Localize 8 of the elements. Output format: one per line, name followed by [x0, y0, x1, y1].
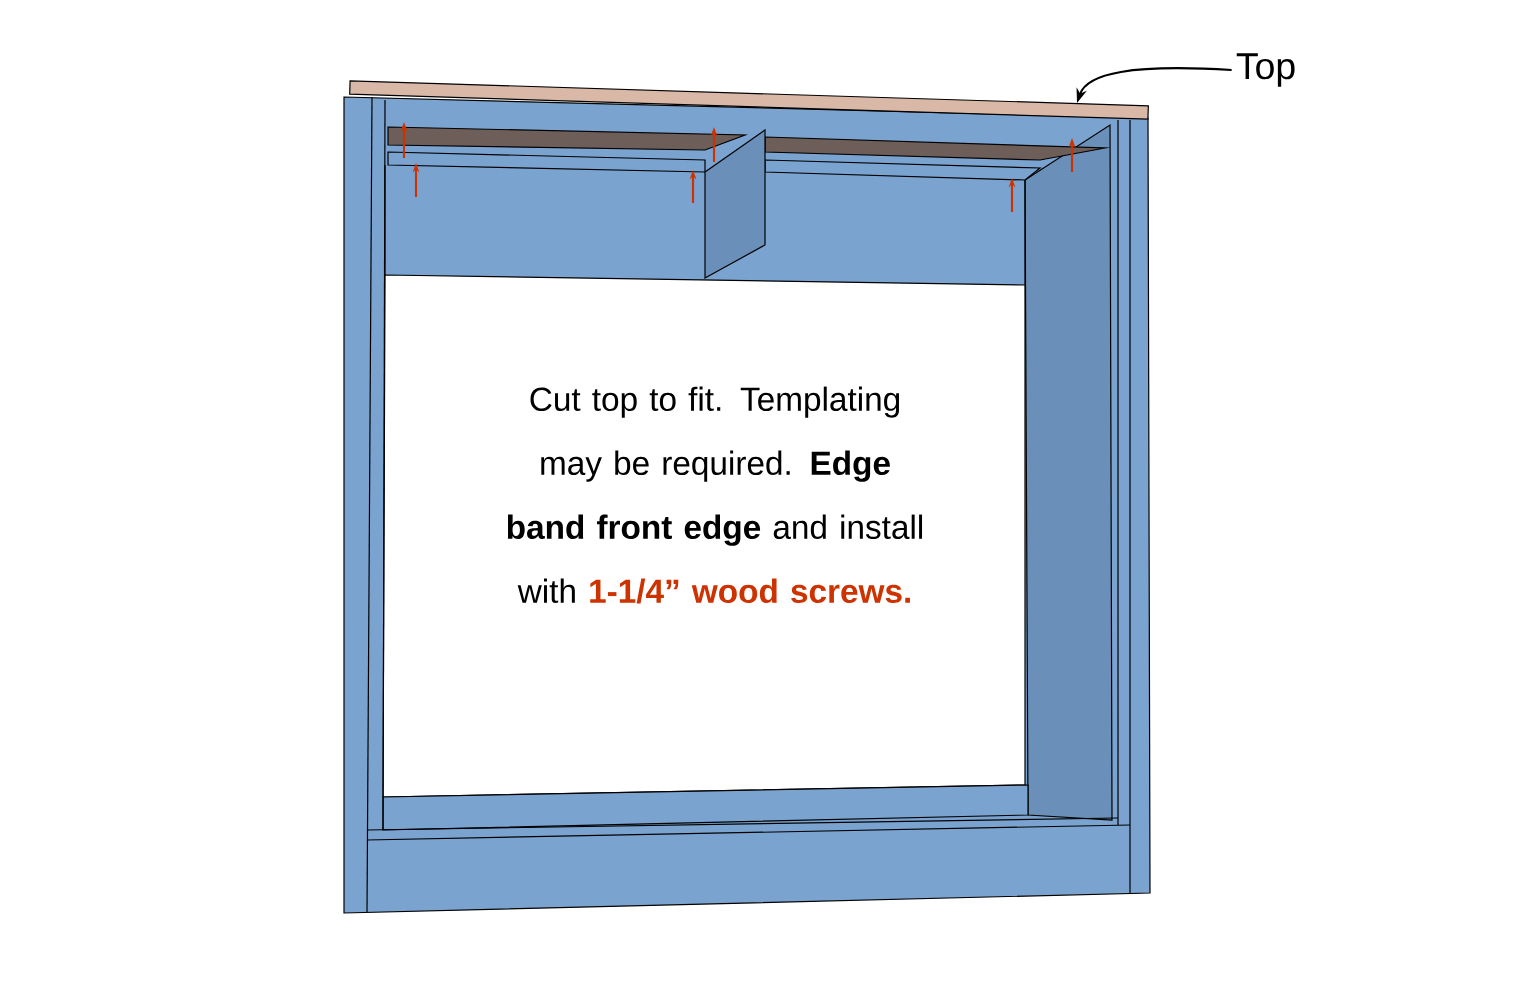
- top-board: [349, 80, 1149, 120]
- label: band front edge and install: [507, 514, 923, 546]
- label: Cut top to fit. Templating: [530, 386, 900, 418]
- label: 1-1/4” wood screws.: [590, 578, 910, 604]
- instruction-text: Cut top to fit. Templating may be required. Edge band front edge and install with 1-1/4” wood screws.: [507, 386, 923, 604]
- part-label: Top: [1236, 53, 1295, 87]
- label: may be required. Edge: [541, 450, 890, 482]
- label: with: [517, 578, 575, 603]
